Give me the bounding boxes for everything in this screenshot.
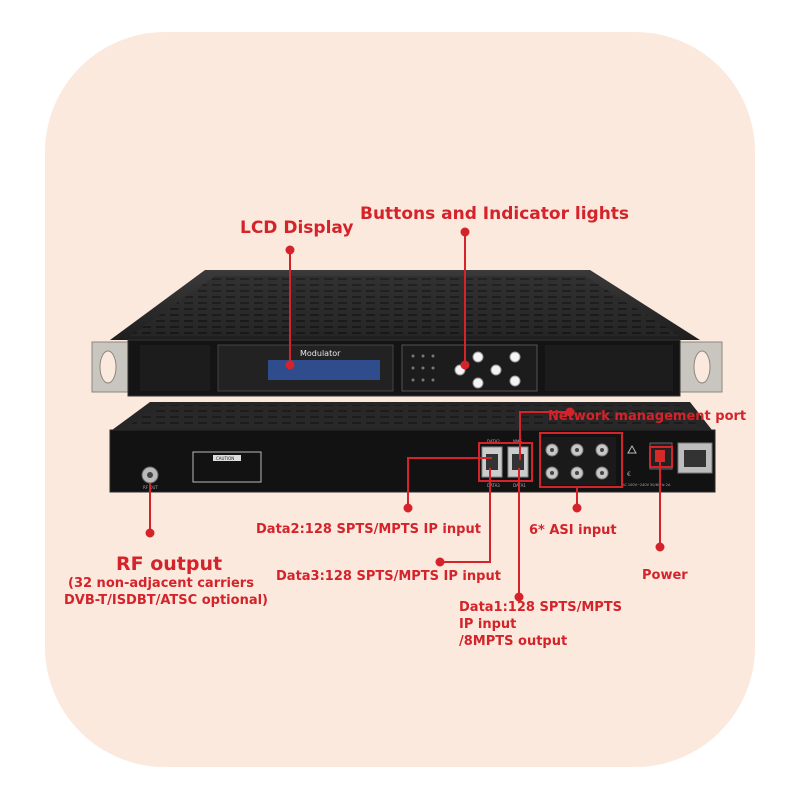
label-lcd-display: LCD Display (240, 218, 354, 238)
asi-connectors (540, 437, 616, 485)
svg-text:€: € (627, 471, 631, 478)
lcd-screen (268, 360, 380, 380)
power-switch (655, 450, 665, 462)
svg-text:CAUTION: CAUTION (216, 456, 234, 461)
label-data3: Data3:128 SPTS/MPTS IP input (276, 569, 501, 584)
button-up (472, 351, 484, 363)
svg-text:NMS: NMS (513, 439, 522, 444)
button-down (472, 377, 484, 389)
label-data1-line2: IP input (459, 617, 517, 632)
label-rf-output-detail-1: (32 non-adjacent carriers (68, 576, 254, 591)
svg-text:DATA3: DATA3 (487, 483, 500, 488)
label-data2: Data2:128 SPTS/MPTS IP input (256, 522, 481, 537)
svg-text:AC 100V~240V 50/60Hz 2A: AC 100V~240V 50/60Hz 2A (622, 483, 671, 487)
label-rf-output: RF output (116, 553, 223, 575)
caution-sticker (192, 451, 262, 483)
background-card (45, 32, 755, 767)
svg-text:DATA2: DATA2 (487, 439, 500, 444)
label-buttons-indicator: Buttons and Indicator lights (360, 204, 630, 224)
label-rf-output-detail-2: DVB-T/ISDBT/ATSC optional) (64, 593, 268, 608)
label-data1-line3: /8MPTS output (459, 634, 568, 649)
button-esc (509, 375, 521, 387)
label-power: Power (642, 568, 688, 583)
label-network-port: Network management port (548, 409, 747, 424)
button-enter (509, 351, 521, 363)
button-right (490, 364, 502, 376)
asi-highlight-box (539, 432, 623, 488)
lcd-title: Modulator (300, 349, 341, 358)
label-asi-input: 6* ASI input (529, 523, 617, 538)
label-data1-line1: Data1:128 SPTS/MPTS (459, 600, 623, 615)
ethernet-highlight-box (478, 442, 533, 482)
